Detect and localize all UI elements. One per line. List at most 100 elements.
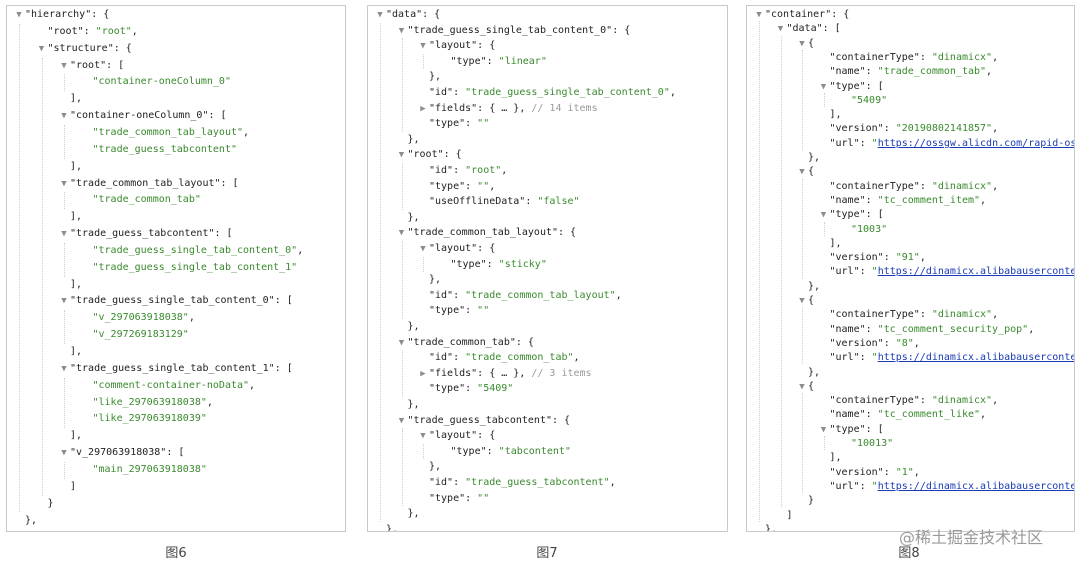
- json-token: ],: [829, 109, 842, 121]
- indent-guide: [64, 124, 65, 159]
- json-token: },: [407, 321, 420, 332]
- collapse-toggle-icon[interactable]: ▼: [420, 244, 426, 254]
- collapse-toggle-icon[interactable]: ▼: [756, 10, 762, 20]
- expand-toggle-icon[interactable]: ▶: [420, 368, 426, 379]
- json-token: ,: [206, 396, 213, 408]
- json-token: ,: [992, 180, 999, 192]
- json-line: "v_297063918038",: [7, 310, 345, 326]
- json-line: ],: [747, 450, 1074, 466]
- json-token: },: [407, 211, 420, 223]
- json-line: ]: [7, 479, 345, 495]
- json-token: : [: [106, 59, 125, 71]
- json-token: "name": [829, 323, 866, 335]
- json-token: "": [477, 492, 490, 504]
- collapse-toggle-icon[interactable]: ▼: [799, 381, 805, 392]
- json-token: "type": [429, 118, 466, 130]
- json-token: "url": [829, 480, 860, 492]
- json-token: : {: [552, 414, 571, 426]
- json-line: "trade_guess_single_tab_content_1": [7, 260, 345, 276]
- json-token: : { … },: [477, 102, 532, 114]
- json-token: :: [465, 305, 478, 317]
- collapse-toggle-icon[interactable]: ▼: [420, 41, 426, 52]
- json-line: },: [368, 69, 727, 85]
- collapse-toggle-icon[interactable]: ▼: [777, 24, 784, 35]
- indent-guide: [401, 241, 403, 319]
- watermark: @稀土掘金技术社区: [899, 528, 1044, 547]
- json-token: "trade_common_tab": [877, 66, 987, 78]
- collapse-toggle-icon[interactable]: ▼: [398, 228, 405, 239]
- collapse-toggle-icon[interactable]: ▼: [38, 43, 45, 54]
- figure-caption-8: 图8: [898, 546, 920, 561]
- collapse-toggle-icon[interactable]: ▼: [16, 10, 22, 20]
- collapse-toggle-icon[interactable]: ▼: [799, 167, 805, 178]
- json-token: ,: [243, 126, 250, 138]
- json-token: "version": [829, 123, 884, 135]
- json-token: "name": [829, 409, 866, 421]
- json-token: "trade_guess_single_tab_content_1": [92, 261, 298, 273]
- json-token: ,: [669, 87, 676, 98]
- collapse-toggle-icon[interactable]: ▼: [799, 38, 805, 49]
- json-token: "trade_guess_tabcontent": [92, 143, 238, 155]
- url-link[interactable]: https://dinamicx.alibabausercontent.: [877, 266, 1075, 278]
- json-token: : [: [220, 177, 239, 189]
- json-token: ": [871, 352, 878, 364]
- collapse-toggle-icon[interactable]: ▼: [398, 25, 405, 36]
- collapse-toggle-icon[interactable]: ▼: [61, 448, 67, 459]
- json-line: ▼"trade_guess_single_tab_content_0": [: [7, 293, 345, 309]
- collapse-toggle-icon[interactable]: ▼: [377, 10, 383, 20]
- json-token: },: [429, 274, 442, 286]
- json-line: "container-oneColumn_0": [7, 74, 345, 90]
- indent-guide: [380, 22, 381, 522]
- json-token: ,: [615, 289, 622, 301]
- json-token: "containerType": [829, 180, 920, 192]
- collapse-toggle-icon[interactable]: ▼: [398, 337, 405, 348]
- indent-guide: [802, 178, 803, 279]
- indent-guide: [401, 428, 403, 507]
- json-line: ▼"root": [: [7, 58, 345, 74]
- indent-guide: [759, 21, 760, 522]
- figure-caption-7: 图7: [536, 546, 558, 561]
- collapse-toggle-icon[interactable]: ▼: [820, 81, 827, 92]
- json-token: {: [808, 380, 815, 392]
- collapse-toggle-icon[interactable]: ▼: [61, 111, 67, 122]
- json-line: "comment-container-noData",: [7, 378, 345, 394]
- json-token: : [: [865, 209, 884, 221]
- json-viewer-panel-container: ▼"container": {▼"data": [▼{"containerTyp…: [746, 5, 1075, 532]
- collapse-toggle-icon[interactable]: ▼: [420, 431, 426, 442]
- expand-toggle-icon[interactable]: ▶: [420, 103, 426, 114]
- collapse-toggle-icon[interactable]: ▼: [61, 296, 67, 307]
- json-line: "url": "https://dinamicx.alibabausercont…: [747, 264, 1075, 280]
- json-token: : [: [822, 23, 841, 35]
- json-line: "id": "trade_common_tab_layout",: [368, 288, 727, 304]
- json-token: "containerType": [829, 395, 920, 407]
- collapse-toggle-icon[interactable]: ▼: [799, 296, 805, 306]
- collapse-toggle-icon[interactable]: ▼: [61, 363, 67, 374]
- collapse-toggle-icon[interactable]: ▼: [820, 210, 827, 221]
- collapse-toggle-icon[interactable]: ▼: [398, 415, 405, 426]
- url-link[interactable]: https://dinamicx.alibabausercontent.: [877, 352, 1075, 364]
- json-token: "": [477, 118, 490, 130]
- json-token: :: [453, 87, 466, 98]
- collapse-toggle-icon[interactable]: ▼: [398, 150, 405, 161]
- json-token: "version": [829, 337, 884, 349]
- json-token: "data": [386, 9, 423, 20]
- json-token: : {: [515, 336, 534, 348]
- url-link[interactable]: https://ossgw.alicdn.com/rapid-oss-b: [877, 137, 1075, 149]
- collapse-toggle-icon[interactable]: ▼: [61, 60, 67, 71]
- url-link[interactable]: https://dinamicx.alibabausercontent.: [877, 480, 1075, 492]
- json-token: "v_297269183129": [92, 329, 189, 341]
- json-token: ,: [980, 194, 987, 206]
- json-token: "id": [429, 87, 454, 98]
- json-token: :: [919, 395, 932, 407]
- collapse-toggle-icon[interactable]: ▼: [820, 424, 827, 435]
- json-token: : {: [612, 24, 631, 36]
- json-token: :: [465, 180, 478, 192]
- json-token: : {: [477, 430, 496, 442]
- json-line: "containerType": "dinamicx",: [747, 393, 1074, 409]
- json-line: "v_297269183129": [7, 327, 345, 343]
- json-token: :: [453, 352, 466, 364]
- collapse-toggle-icon[interactable]: ▼: [61, 178, 67, 189]
- json-line: "name": "tc_comment_like",: [747, 407, 1074, 423]
- json-token: ],: [70, 211, 83, 223]
- collapse-toggle-icon[interactable]: ▼: [61, 229, 67, 240]
